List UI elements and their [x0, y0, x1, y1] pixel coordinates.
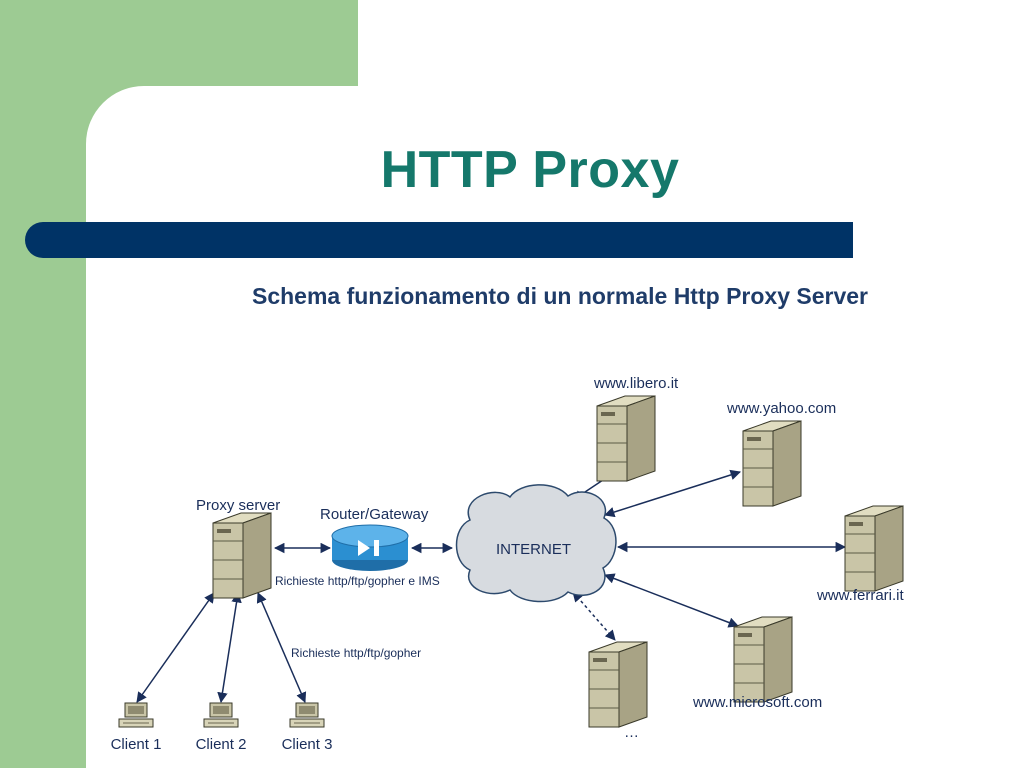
edge-proxy-client2 [217, 591, 242, 704]
router-label: Router/Gateway [320, 506, 429, 523]
router-icon [331, 524, 409, 571]
ferrari-server-icon [844, 505, 904, 592]
other-sites-label: … [624, 724, 639, 741]
internet-label: INTERNET [496, 541, 571, 558]
proxy-server-icon [212, 512, 272, 599]
ferrari-label: www.ferrari.it [817, 587, 904, 604]
client3-label: Client 3 [281, 736, 333, 753]
white-content-panel [86, 86, 1024, 768]
client2-label: Client 2 [195, 736, 247, 753]
client1-label: Client 1 [110, 736, 162, 753]
diagram-subtitle: Schema funzionamento di un normale Http … [251, 283, 868, 309]
client3-computer-icon [289, 702, 325, 728]
client1-computer-icon [118, 702, 154, 728]
edge-proxy-client1 [136, 592, 215, 703]
libero-server-icon [596, 395, 656, 482]
clients-proxy-edge-label: Richieste http/ftp/gopher [291, 646, 422, 660]
microsoft-server-icon [733, 616, 793, 703]
libero-label: www.libero.it [594, 375, 679, 392]
edge-internet-yahoo [603, 469, 742, 518]
title-underline-bar [25, 222, 853, 258]
yahoo-server-icon [742, 420, 802, 507]
proxy-server-label: Proxy server [196, 497, 281, 514]
router-internet-edge-label: Richieste http/ftp/gopher e IMS [275, 574, 440, 588]
edge-internet-microsoft [604, 573, 739, 628]
slide-title: HTTP Proxy [380, 141, 680, 199]
internet-cloud-icon [455, 484, 617, 603]
edge-proxy-client3 [256, 592, 307, 703]
edge-internet-other [572, 591, 616, 641]
other-server-icon [588, 641, 648, 728]
microsoft-label: www.microsoft.com [693, 694, 823, 711]
client2-computer-icon [203, 702, 239, 728]
yahoo-label: www.yahoo.com [727, 400, 837, 417]
